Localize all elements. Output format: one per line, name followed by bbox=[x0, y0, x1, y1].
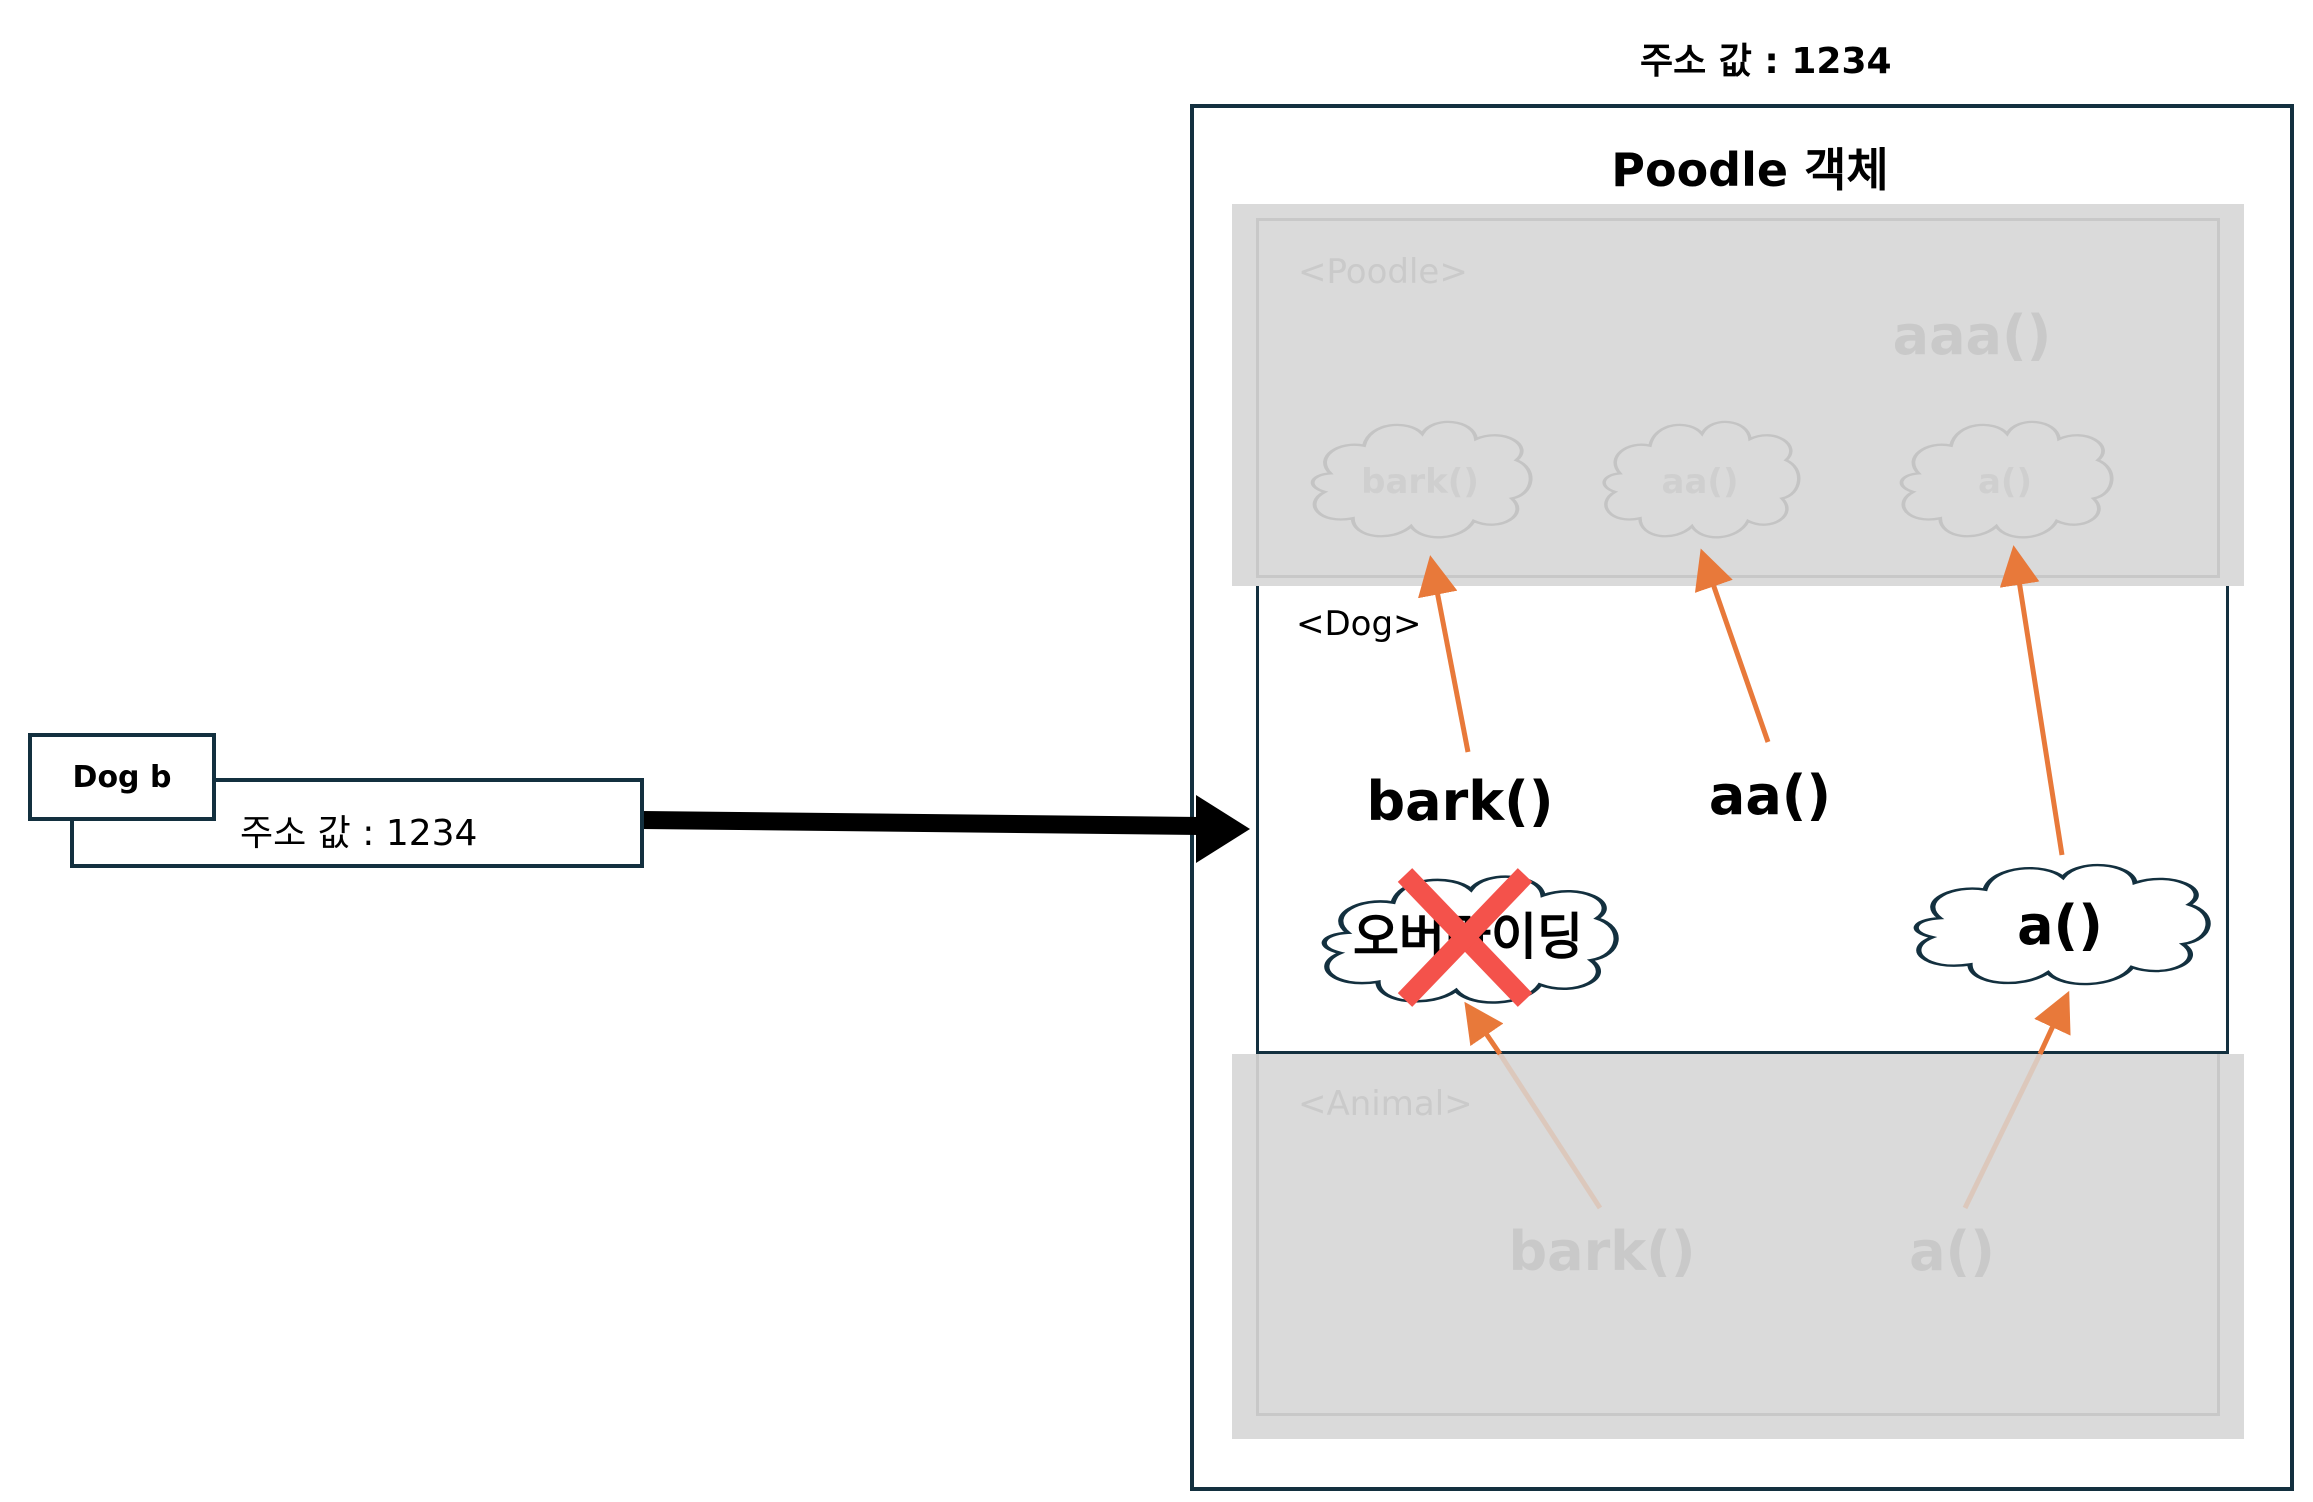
poodle-cloud-aa-label: aa() bbox=[1662, 462, 1739, 502]
arrow-animal-bark-faint bbox=[1497, 1052, 1603, 1210]
animal-bark-method: bark() bbox=[1508, 1220, 1696, 1283]
animal-layer-label: <Animal> bbox=[1298, 1084, 1473, 1124]
reference-arrow-head bbox=[1196, 795, 1250, 863]
arrow-aa-to-poodle bbox=[1694, 548, 1771, 743]
arrow-bark-to-poodle bbox=[1418, 555, 1471, 753]
poodle-cloud-aa: aa() bbox=[1604, 422, 1799, 537]
dog-a-cloud-label: a() bbox=[2017, 894, 2103, 957]
arrow-animal-bark-to-override bbox=[1464, 1001, 1504, 1056]
poodle-cloud-bark: bark() bbox=[1313, 422, 1531, 537]
animal-layer: <Animal> bark() a() bbox=[1232, 1054, 2244, 1439]
variable-name-box: Dog b bbox=[28, 733, 216, 821]
arrow-animal-a-to-dog-a bbox=[2034, 990, 2071, 1056]
poodle-cloud-a-label: a() bbox=[1978, 462, 2032, 502]
poodle-cloud-bark-label: bark() bbox=[1361, 462, 1479, 502]
dog-bark-method: bark() bbox=[1366, 770, 1554, 833]
poodle-cloud-a: a() bbox=[1901, 422, 2111, 537]
animal-a-method: a() bbox=[1909, 1220, 1995, 1283]
dog-layer-label: <Dog> bbox=[1296, 604, 1422, 644]
cross-mark-icon bbox=[1397, 868, 1533, 1007]
dog-a-cloud: a() bbox=[1916, 865, 2208, 984]
arrow-a-to-poodle bbox=[1999, 545, 2065, 856]
poodle-aaa-method: aaa() bbox=[1892, 304, 2052, 367]
variable-name-label: Dog b bbox=[72, 759, 172, 795]
arrow-animal-a-faint bbox=[1962, 1052, 2043, 1210]
animal-layer-inner-border bbox=[1256, 1054, 2220, 1416]
object-address-title: 주소 값 : 1234 bbox=[1640, 41, 1892, 82]
poodle-layer: <Poodle> aaa() bbox=[1232, 204, 2244, 586]
reference-arrow-shaft bbox=[641, 811, 1201, 835]
variable-address-value: 주소 값 : 1234 bbox=[240, 813, 478, 854]
dog-aa-method: aa() bbox=[1708, 764, 1832, 827]
poodle-layer-inner-border bbox=[1256, 218, 2220, 578]
poodle-layer-label: <Poodle> bbox=[1298, 252, 1468, 292]
object-title: Poodle 객체 bbox=[1611, 143, 1889, 197]
